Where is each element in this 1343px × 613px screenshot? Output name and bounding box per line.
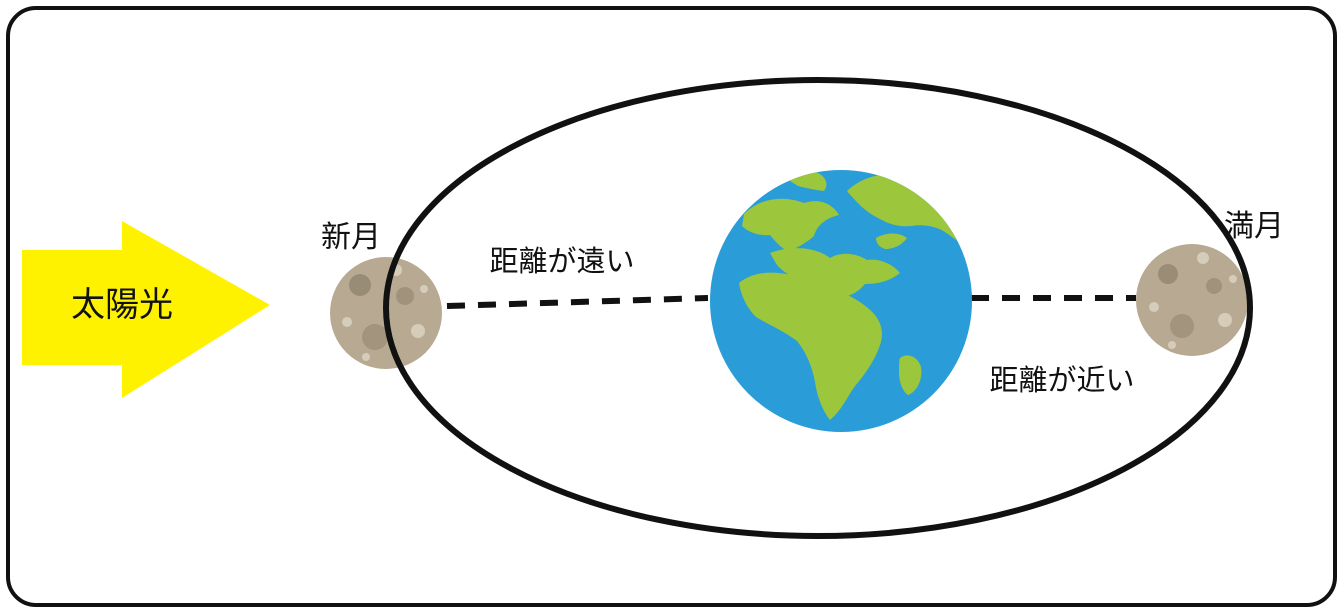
earth-icon <box>710 170 972 432</box>
moon-orbit <box>383 77 1253 539</box>
far-distance-line <box>446 295 709 309</box>
sunlight-arrow-icon <box>22 221 270 398</box>
full-moon-label: 満月 <box>1224 209 1284 244</box>
new-moon-label: 新月 <box>321 220 381 255</box>
sunlight-label: 太陽光 <box>71 285 173 325</box>
near-distance-label: 距離が近い <box>989 363 1134 397</box>
diagram-frame <box>6 6 1337 607</box>
full-moon-icon <box>1136 244 1248 356</box>
far-distance-label: 距離が遠い <box>489 244 634 278</box>
